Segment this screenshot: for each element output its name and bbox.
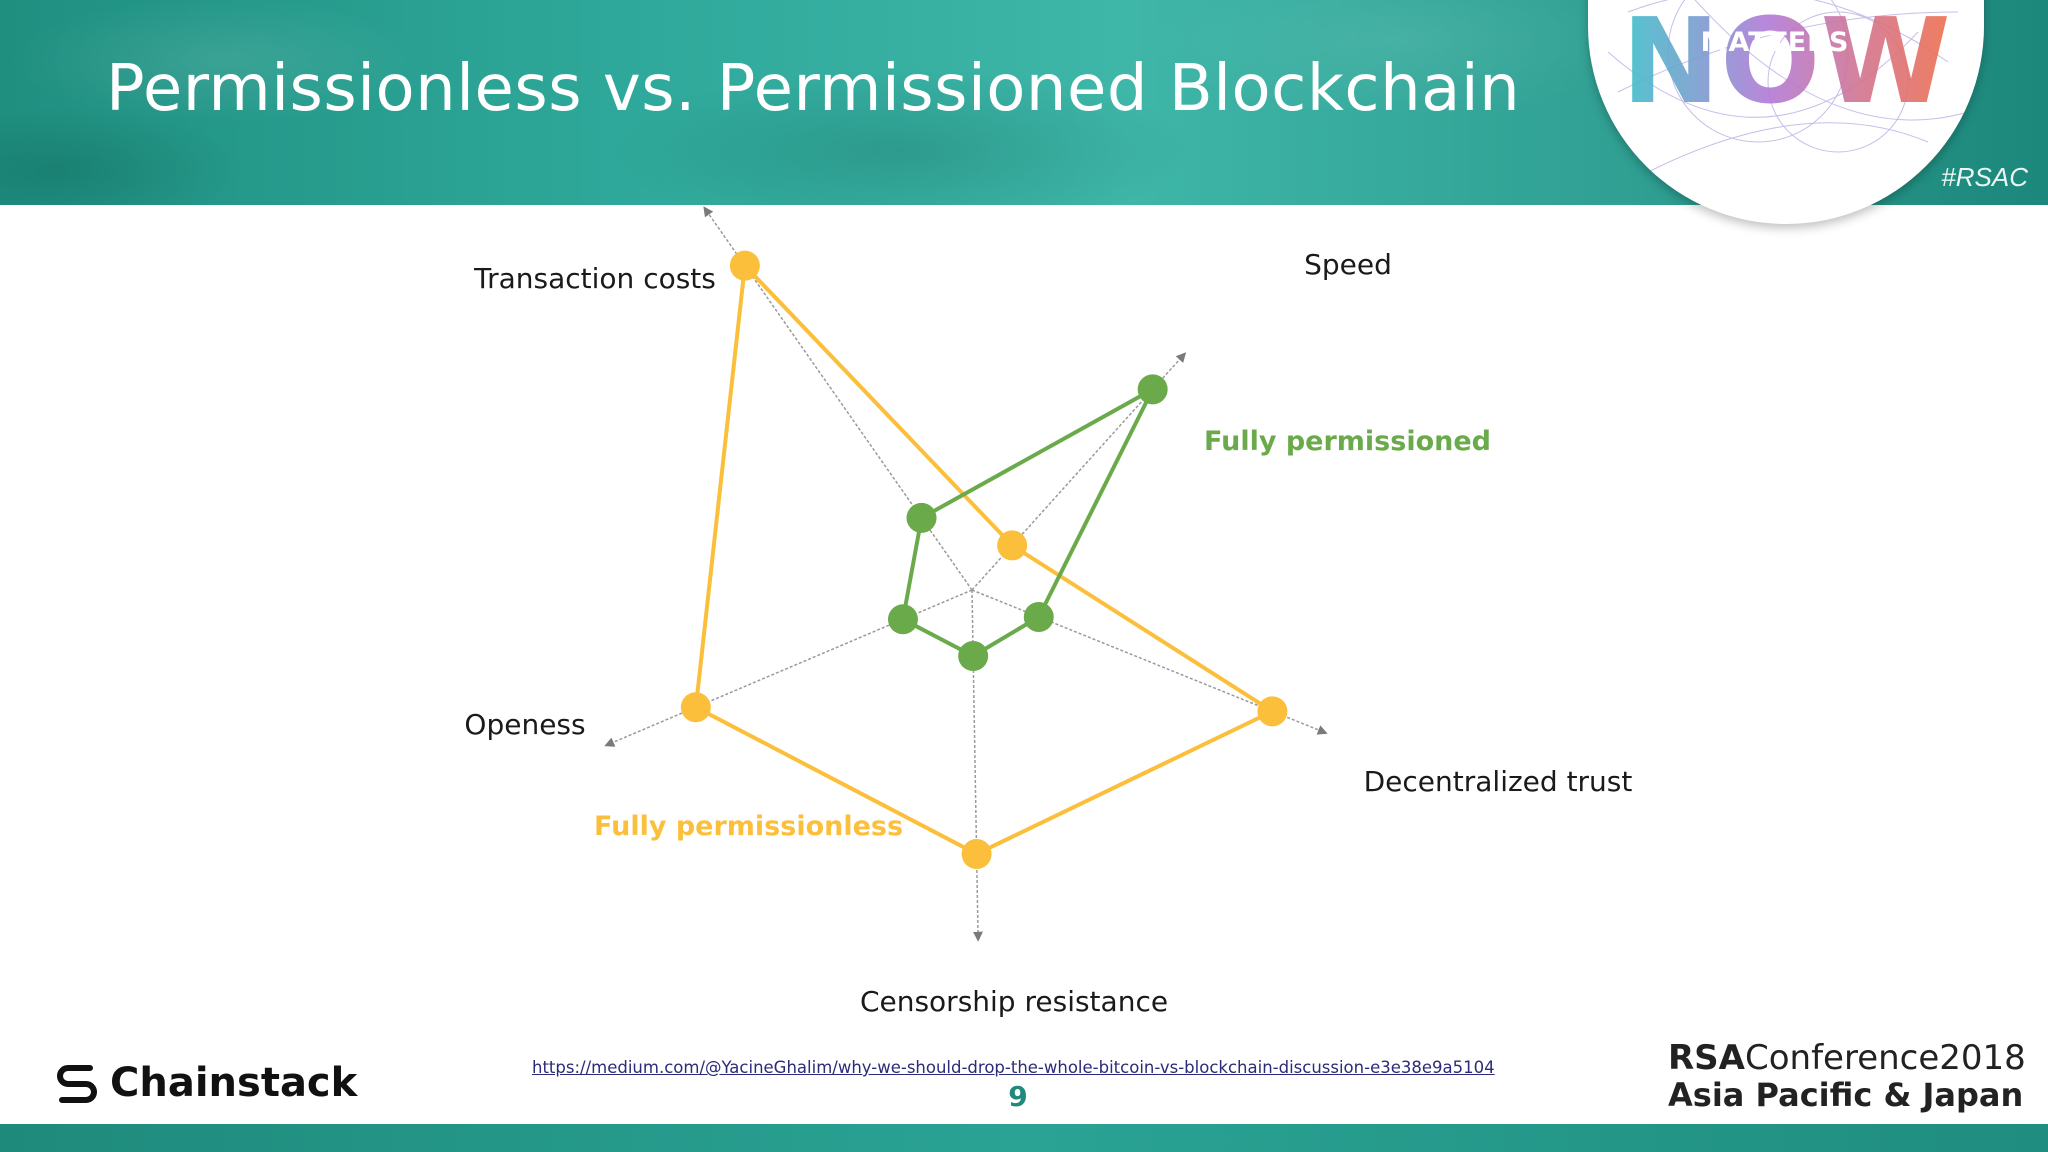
- series-label-0: Fully permissionless: [594, 811, 903, 842]
- footer-strip: [0, 1124, 2048, 1152]
- source-link[interactable]: https://medium.com/@YacineGhalim/why-we-…: [532, 1058, 1495, 1077]
- chainstack-name: Chainstack: [110, 1060, 358, 1106]
- axis-label-4: Openess: [464, 708, 585, 741]
- series-0-point-2: [1257, 696, 1288, 727]
- series-polygon-1: [900, 387, 1155, 658]
- rsa-region: Asia Pacific & Japan: [1668, 1076, 2024, 1114]
- page-number: 9: [1008, 1080, 1028, 1113]
- axis-label-3: Censorship resistance: [860, 985, 1168, 1018]
- series-0-point-0: [729, 250, 760, 281]
- rsa-conference-name: Conference2018: [1744, 1038, 2026, 1078]
- series-label-1: Fully permissioned: [1204, 426, 1491, 457]
- badge-matters-label: MATTERS: [1700, 27, 1850, 58]
- slide-title: Permissionless vs. Permissioned Blockcha…: [106, 52, 1521, 126]
- chainstack-icon: [57, 1065, 97, 1103]
- rsa-brand: RSA: [1668, 1038, 1745, 1078]
- rsa-conference-logo: RSAConference2018 Asia Pacific & Japan: [1668, 1038, 2026, 1114]
- hashtag-label: #RSAC: [1941, 162, 2028, 192]
- series-1-point-1: [1137, 374, 1168, 405]
- axis-line-4: [604, 589, 973, 747]
- series-1-point-2: [1023, 601, 1054, 632]
- series-polygon-0: [693, 263, 1275, 856]
- series-1-point-4: [887, 604, 918, 635]
- axis-label-1: Speed: [1304, 248, 1392, 281]
- series-1-point-0: [906, 502, 937, 533]
- series-1-point-3: [958, 640, 989, 671]
- svg-text:NOW: NOW: [1621, 0, 1950, 130]
- series-0-point-3: [961, 838, 992, 869]
- axis-label-0: Transaction costs: [473, 262, 716, 295]
- badge-art: NOW: [1607, 0, 1969, 173]
- series-0-point-1: [997, 530, 1028, 561]
- conference-badge: NOW MATTERS: [1588, 0, 1984, 224]
- chainstack-logo: Chainstack: [54, 1058, 357, 1108]
- axis-line-3: [971, 589, 983, 942]
- series-0-point-4: [680, 692, 711, 723]
- axis-label-2: Decentralized trust: [1364, 765, 1633, 798]
